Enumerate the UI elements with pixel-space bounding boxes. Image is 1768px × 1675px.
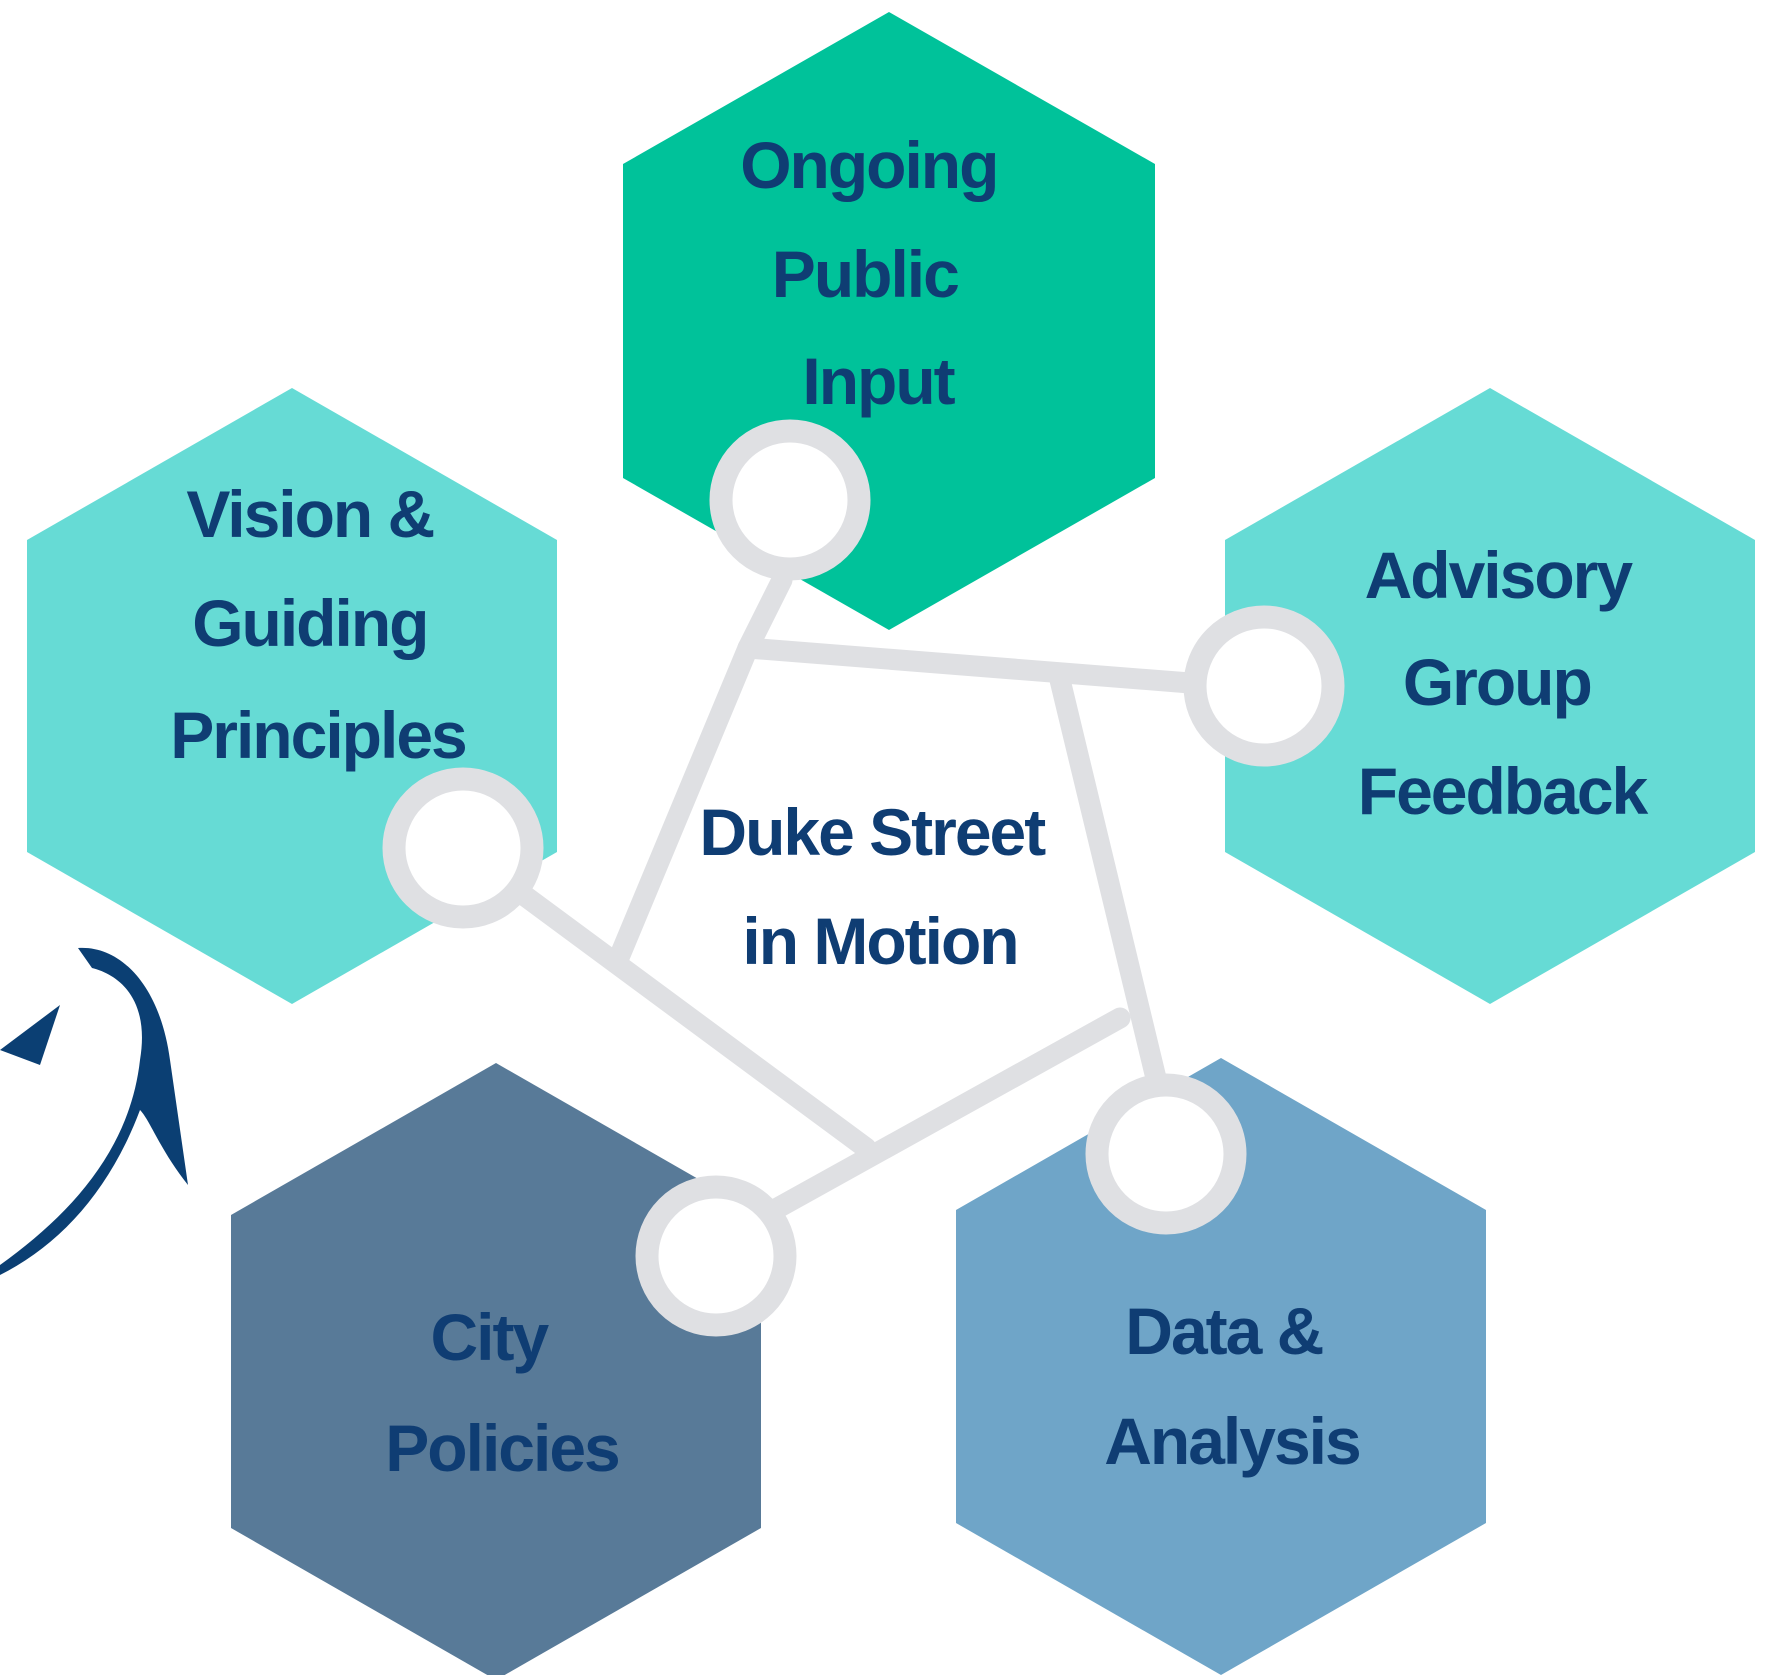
connector-vision-to-city bbox=[449, 837, 877, 1159]
node-city-policies bbox=[635, 1175, 797, 1337]
label-line: Data & bbox=[1125, 1294, 1322, 1368]
label-line: Group bbox=[1403, 645, 1591, 719]
label-line: Policies bbox=[385, 1411, 618, 1485]
hex-data-analysis bbox=[956, 1058, 1486, 1675]
label-vision-guiding-principles: Vision & Guiding Principles bbox=[170, 477, 465, 772]
hex-advisory-group-feedback bbox=[1225, 388, 1755, 1004]
center-title-line: Duke Street bbox=[699, 795, 1046, 869]
node-vision-guiding-principles bbox=[382, 767, 544, 929]
label-data-analysis: Data & Analysis bbox=[1104, 1294, 1359, 1478]
label-line: Vision & bbox=[186, 477, 433, 551]
label-advisory-group-feedback: Advisory Group Feedback bbox=[1358, 538, 1649, 828]
node-advisory-group-feedback bbox=[1183, 605, 1345, 767]
connector-right-to-city bbox=[709, 1007, 1131, 1251]
label-line: Analysis bbox=[1104, 1404, 1359, 1478]
center-title: Duke Street in Motion bbox=[699, 795, 1060, 978]
connector-right-diagonal bbox=[1049, 669, 1179, 1139]
label-line: Input bbox=[802, 344, 955, 418]
node-ongoing-public-input bbox=[709, 419, 871, 581]
hex-ongoing-public-input bbox=[623, 12, 1155, 630]
center-title-line: in Motion bbox=[742, 904, 1017, 978]
label-ongoing-public-input: Ongoing Public Input bbox=[740, 128, 1014, 418]
node-data-analysis bbox=[1085, 1073, 1247, 1235]
connectors bbox=[449, 569, 1201, 1251]
label-line: Principles bbox=[170, 698, 465, 772]
label-line: Advisory bbox=[1365, 538, 1634, 612]
connector-top-bar bbox=[737, 637, 1201, 694]
label-city-policies: City Policies bbox=[385, 1300, 618, 1485]
connector-top-node-stem bbox=[737, 569, 793, 659]
label-line: Ongoing bbox=[740, 128, 997, 202]
label-line: Guiding bbox=[192, 586, 427, 660]
label-line: City bbox=[430, 1300, 549, 1374]
label-line: Feedback bbox=[1358, 754, 1649, 828]
label-line: Public bbox=[772, 237, 958, 311]
curved-arrow-icon bbox=[0, 947, 188, 1275]
hex-city-policies bbox=[231, 1063, 761, 1675]
connector-left-diagonal bbox=[607, 637, 759, 971]
